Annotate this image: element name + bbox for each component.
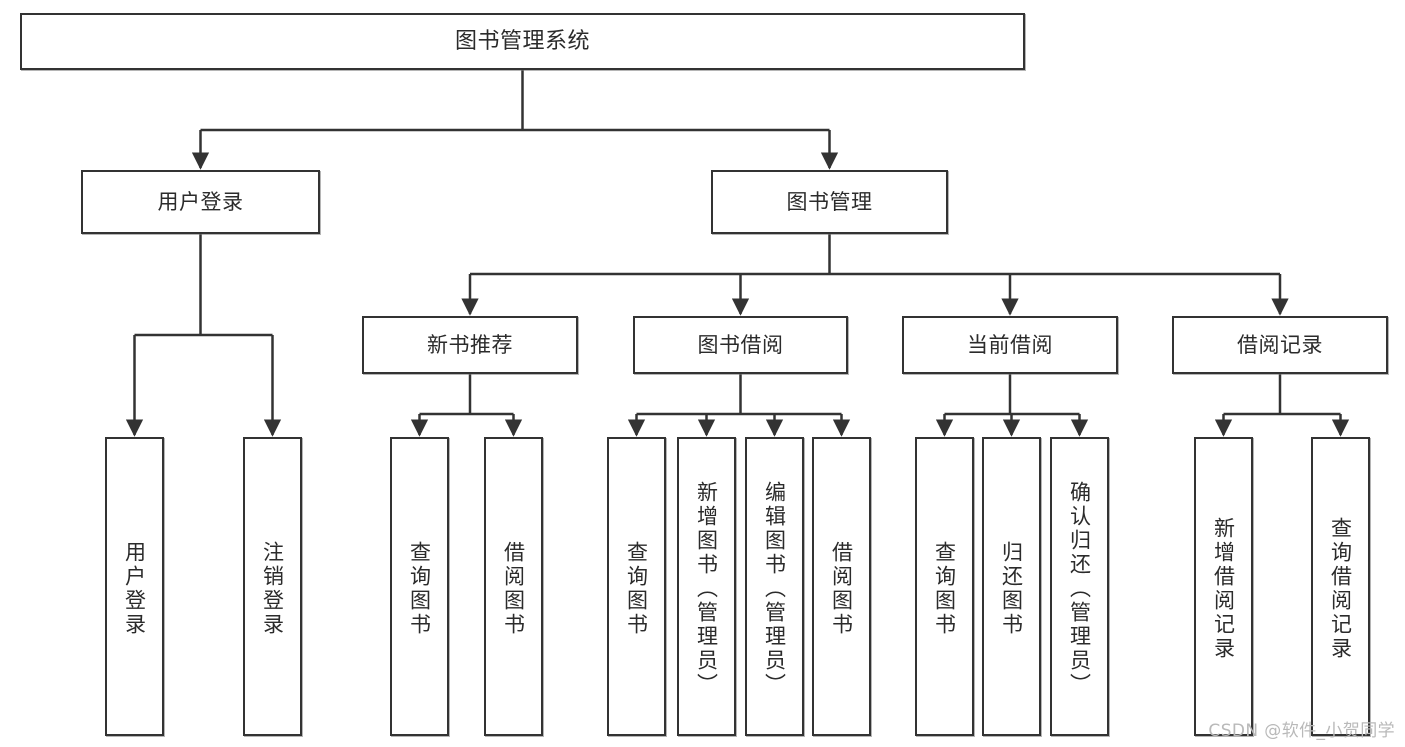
leaf-label: 借阅图书 — [501, 540, 526, 637]
leaf-label: 新增图书（管理员） — [694, 480, 719, 697]
leaf-label: 查询图书 — [407, 540, 432, 637]
leaf-box[interactable]: 查询图书 — [607, 437, 666, 736]
leaf-box[interactable]: 归还图书 — [982, 437, 1041, 736]
leaf-box[interactable]: 查询图书 — [915, 437, 974, 736]
leaf-box[interactable]: 注销登录 — [243, 437, 302, 736]
root-label: 图书管理系统 — [454, 28, 590, 54]
leaf-box[interactable]: 新增图书（管理员） — [677, 437, 736, 736]
level2-box[interactable]: 借阅记录 — [1172, 316, 1388, 374]
leaf-box[interactable]: 借阅图书 — [484, 437, 543, 736]
level2-label: 图书借阅 — [697, 332, 784, 357]
level1-label: 用户登录 — [157, 189, 244, 214]
leaf-label: 查询借阅记录 — [1328, 516, 1353, 661]
level2-box[interactable]: 当前借阅 — [902, 316, 1118, 374]
leaf-box[interactable]: 查询图书 — [390, 437, 449, 736]
level2-label: 当前借阅 — [967, 332, 1053, 357]
level2-box[interactable]: 新书推荐 — [362, 316, 578, 374]
leaf-label: 新增借阅记录 — [1211, 516, 1236, 661]
leaf-label: 归还图书 — [999, 540, 1024, 637]
leaf-box[interactable]: 编辑图书（管理员） — [745, 437, 804, 736]
leaf-label: 确认归还（管理员） — [1067, 480, 1092, 697]
leaf-box[interactable]: 用户登录 — [105, 437, 164, 736]
leaf-label: 用户登录 — [122, 540, 147, 637]
leaf-label: 查询图书 — [932, 540, 957, 637]
root-box[interactable]: 图书管理系统 — [20, 13, 1025, 70]
watermark-text: CSDN @软件_小贺同学 — [1208, 721, 1395, 741]
level1-box[interactable]: 用户登录 — [81, 170, 320, 234]
level2-label: 借阅记录 — [1237, 332, 1323, 357]
leaf-box[interactable]: 借阅图书 — [812, 437, 871, 736]
leaf-label: 查询图书 — [624, 540, 649, 637]
leaf-label: 编辑图书（管理员） — [762, 480, 787, 697]
level2-label: 新书推荐 — [427, 332, 513, 357]
level2-box[interactable]: 图书借阅 — [633, 316, 848, 374]
leaf-label: 借阅图书 — [829, 540, 854, 637]
leaf-box[interactable]: 查询借阅记录 — [1311, 437, 1370, 736]
leaf-box[interactable]: 确认归还（管理员） — [1050, 437, 1109, 736]
leaf-label: 注销登录 — [260, 540, 285, 637]
level1-box[interactable]: 图书管理 — [711, 170, 948, 234]
level1-label: 图书管理 — [786, 189, 873, 214]
leaf-box[interactable]: 新增借阅记录 — [1194, 437, 1253, 736]
